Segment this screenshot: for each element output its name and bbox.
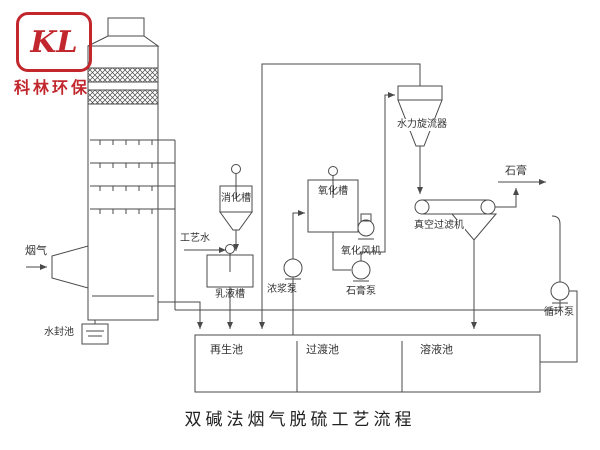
label-gypsum: 石膏 [505,164,527,177]
agitator-motor-icon [328,166,338,176]
spray-levels [90,139,176,310]
label-water-seal-pool: 水封池 [44,327,74,338]
agitator-motor-icon [231,164,241,174]
slurry-pump [283,210,305,335]
logo-initials: KL [30,24,78,60]
label-transition-pool: 过渡池 [306,343,339,356]
label-slurry-pump: 浓浆泵 [267,284,297,295]
label-oxidation-fan: 氧化风机 [341,246,381,257]
label-circulation-pump: 循环泵 [544,307,574,318]
emulsion-tank [206,244,254,329]
gypsum-pump [332,92,395,282]
label-flue-gas: 烟气 [25,244,47,257]
label-gypsum-pump: 石膏泵 [346,286,376,297]
label-solution-pool: 溶液池 [420,343,453,356]
oxidation-tank [307,166,359,233]
label-digestion-tank: 消化槽 [221,193,251,204]
hydrocyclone [259,63,443,329]
label-emulsion-tank: 乳液槽 [215,289,245,300]
circulation-pump [540,215,578,363]
company-logo: KL [16,12,92,72]
vacuum-filter [414,199,498,329]
oxidation-fan [357,213,375,240]
absorption-tower [87,17,160,321]
label-hydrocyclone: 水力旋流器 [396,119,448,131]
label-oxidation-tank: 氧化槽 [318,186,348,197]
pipes-main [158,301,560,329]
diagram-title: 双碱法烟气脱硫工艺流程 [184,410,416,430]
digestion-tank [219,164,253,251]
gypsum-discharge [495,179,546,208]
label-process-water: 工艺水 [180,233,210,244]
label-vacuum-filter: 真空过滤机 [413,220,465,232]
label-regeneration-pool: 再生池 [210,343,243,356]
water-seal-tank [81,320,109,345]
company-name: 科林环保 [14,78,91,97]
flue-gas-inlet [26,245,89,289]
pools [194,334,541,393]
agitator-motor-icon [225,244,235,254]
